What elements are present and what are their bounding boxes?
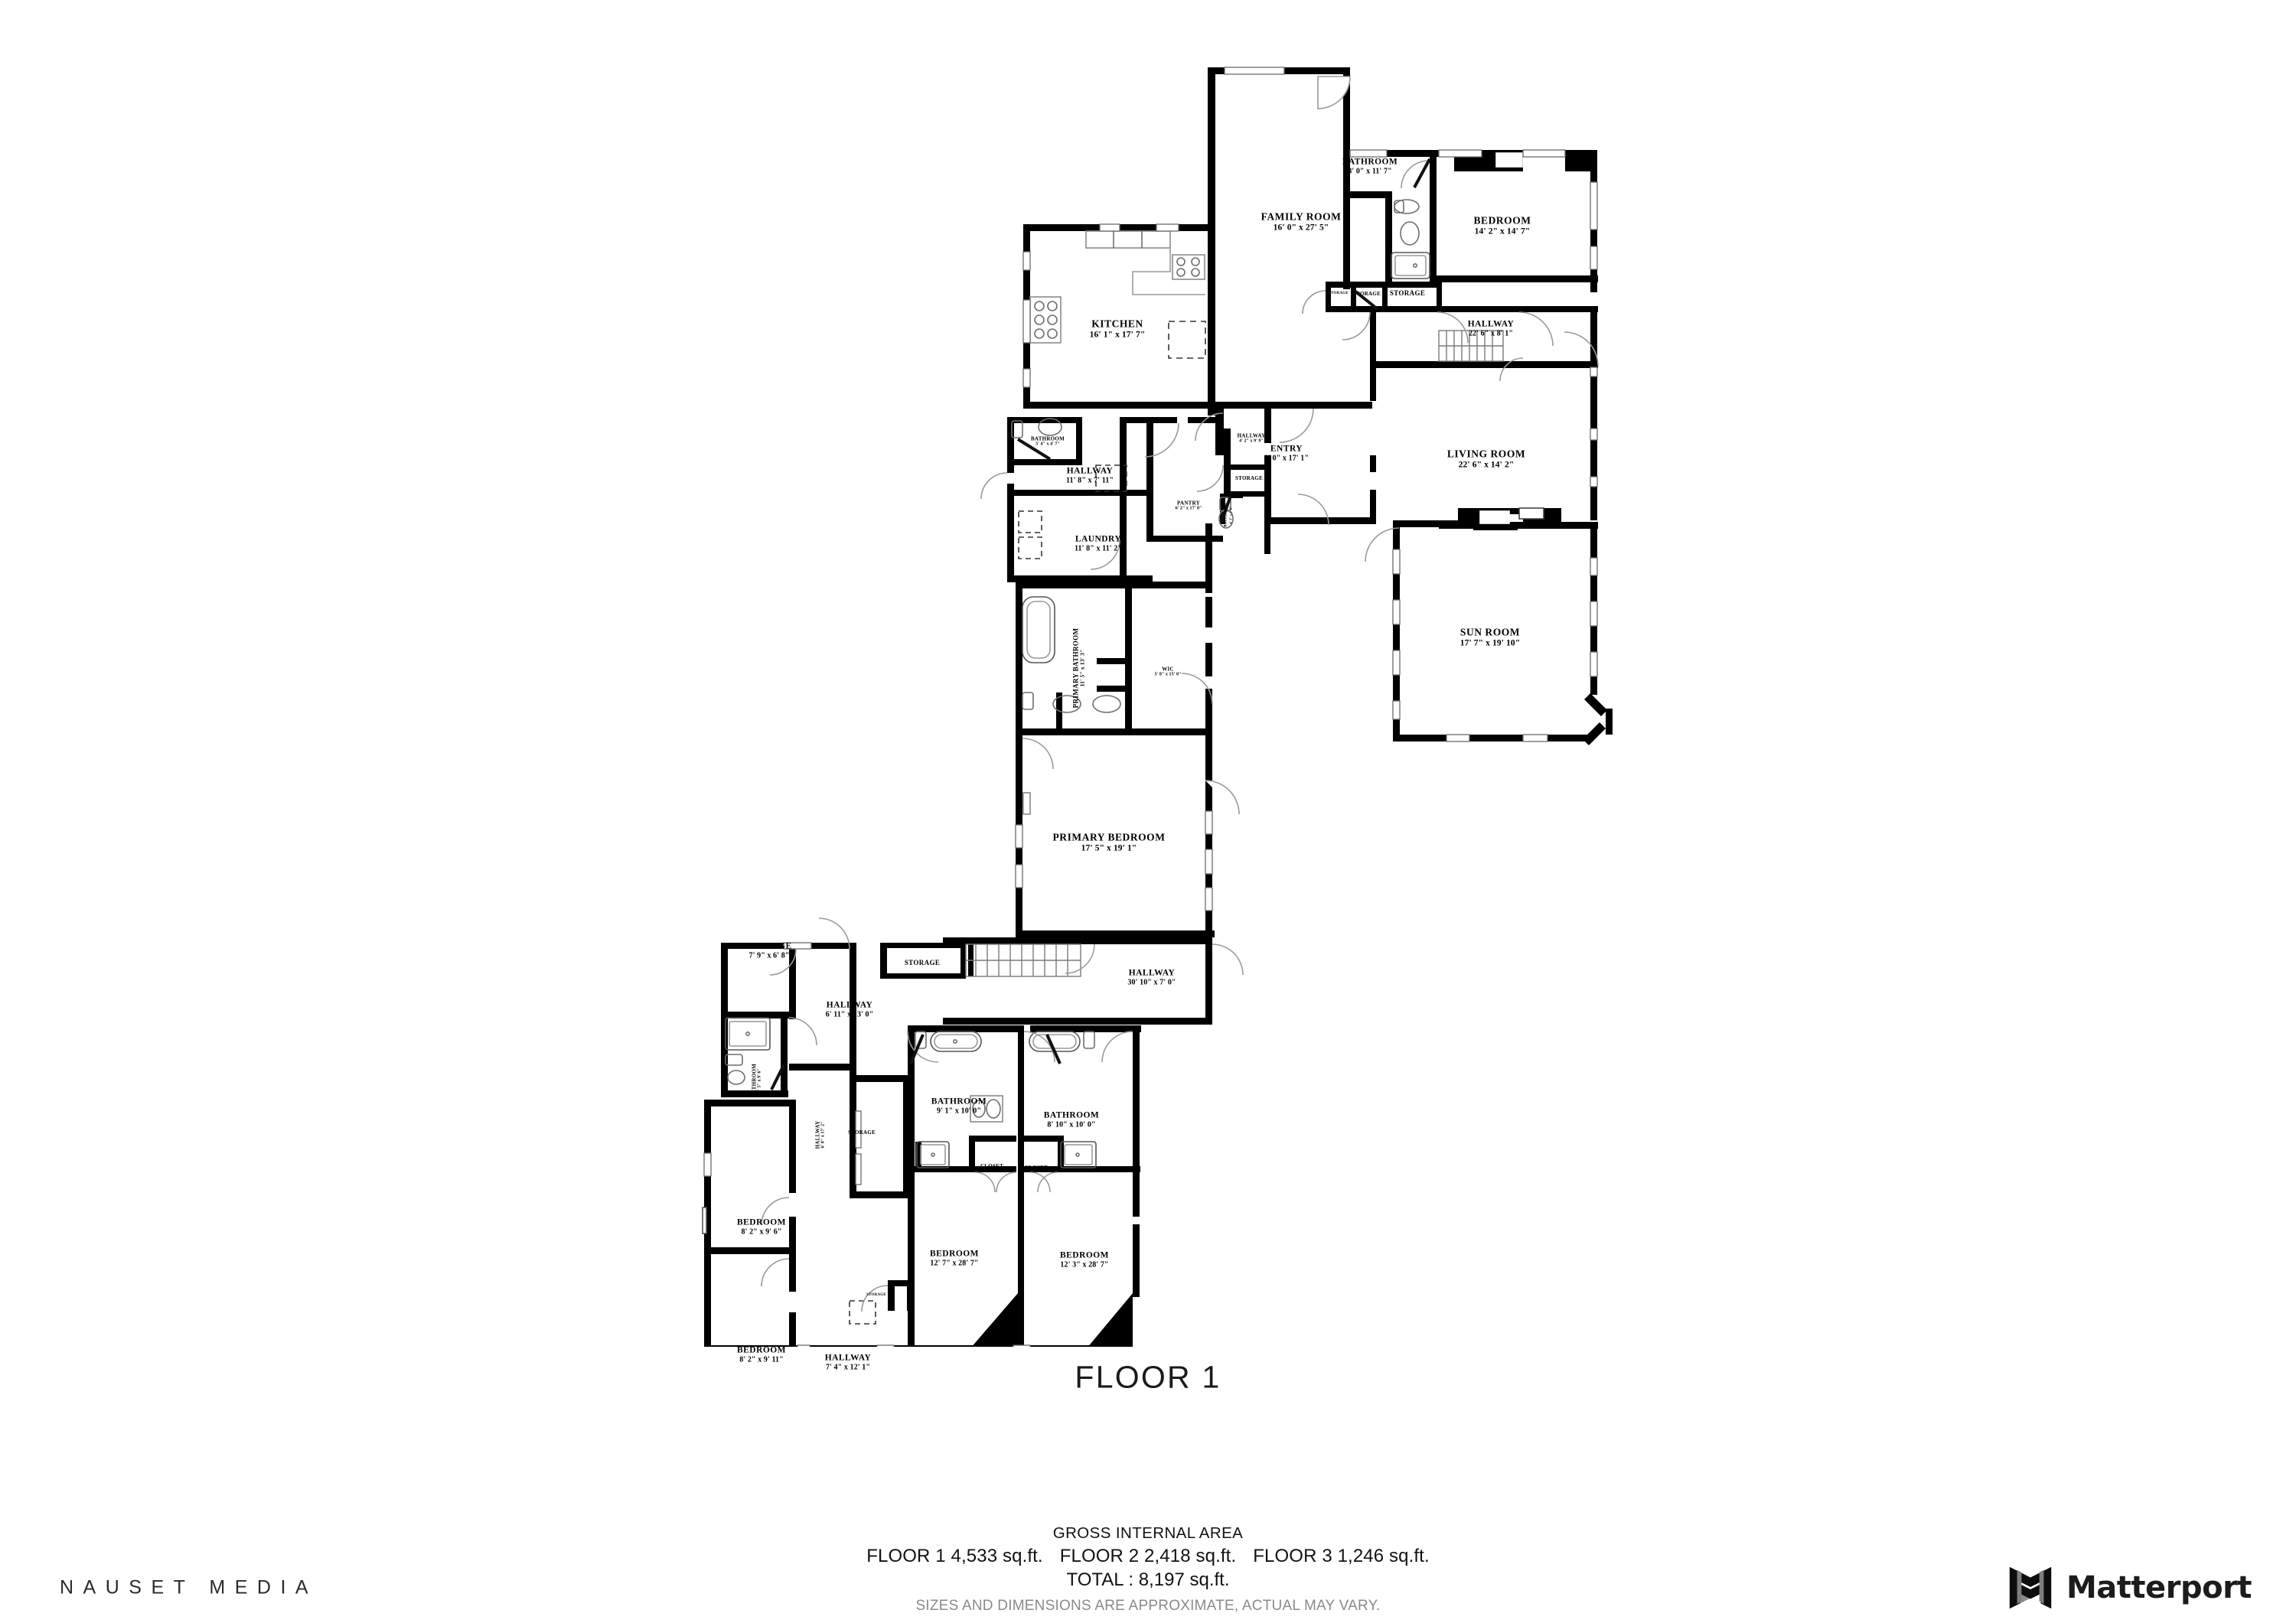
doors-group — [761, 76, 1599, 1312]
floor1-area: FLOOR 1 4,533 sq.ft. — [866, 1546, 1043, 1566]
matterport-branding: Matterport — [2007, 1564, 2252, 1612]
footer-area-summary: GROSS INTERNAL AREA FLOOR 1 4,533 sq.ft.… — [612, 1524, 1684, 1615]
gross-internal-area-title: GROSS INTERNAL AREA — [1052, 1524, 1244, 1542]
floor-areas-line: FLOOR 1 4,533 sq.ft. FLOOR 2 2,418 sq.ft.… — [612, 1546, 1684, 1567]
fixtures-group — [702, 152, 1544, 1325]
door-leaves-group — [770, 158, 1431, 1090]
matterport-wordmark: Matterport — [2066, 1570, 2252, 1605]
room-name: BEDROOM — [737, 1345, 786, 1355]
walls-group — [704, 67, 1613, 1347]
floor3-area: FLOOR 3 1,246 sq.ft. — [1253, 1546, 1430, 1566]
floor2-area: FLOOR 2 2,418 sq.ft. — [1059, 1546, 1237, 1566]
nauset-media-logo: NAUSET MEDIA — [60, 1576, 318, 1599]
floor-plan-svg — [702, 67, 1613, 1347]
floor-title: FLOOR 1 — [1075, 1359, 1221, 1395]
room-dimensions: 8' 2" x 9' 11" — [739, 1355, 784, 1364]
disclaimer-text: SIZES AND DIMENSIONS ARE APPROXIMATE, AC… — [915, 1598, 1381, 1614]
room-dimensions: 7' 4" x 12' 1" — [825, 1363, 871, 1372]
matterport-logo-icon — [2009, 1566, 2052, 1609]
windows-group — [703, 67, 1598, 1347]
room-name: HALLWAY — [824, 1353, 872, 1363]
total-area: TOTAL : 8,197 sq.ft. — [1066, 1569, 1230, 1590]
